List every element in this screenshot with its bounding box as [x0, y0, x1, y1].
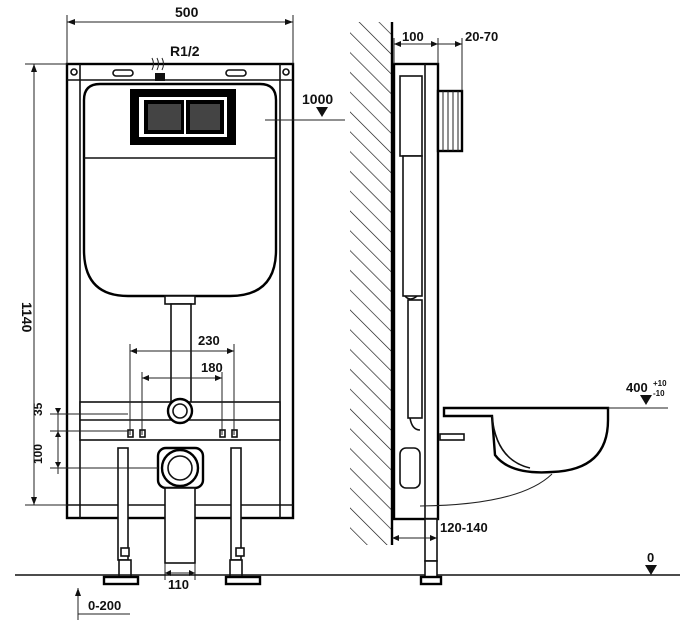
side-view: 100 20-70 400 +10 -10 120-140 0: [350, 22, 668, 586]
level-400-tol-plus: +10: [653, 379, 667, 388]
level-1000-label: 1000: [302, 91, 333, 107]
inlet-label: R1/2: [170, 43, 200, 59]
level-400-label: 400: [626, 380, 648, 395]
wall-hung-toilet-bowl: [419, 406, 610, 507]
cistern-tank: [82, 82, 278, 298]
front-view: 500 R1/2 1140 1000 230 180 35 100: [19, 4, 345, 620]
level-400-tol-minus: -10: [653, 389, 665, 398]
dim-0-200-label: 0-200: [88, 598, 121, 613]
dim-110-label: 110: [168, 577, 189, 592]
flush-pipe: [164, 295, 196, 305]
dim-120-140-label: 120-140: [440, 520, 488, 535]
floor-0-label: 0: [647, 550, 654, 565]
dim-100-label: 100: [31, 444, 45, 464]
inlet-connector: [151, 57, 165, 81]
wall-hatching: [350, 22, 392, 545]
dim-35-label: 35: [31, 402, 45, 416]
dim-width-label: 500: [175, 4, 199, 20]
dim-180-label: 180: [201, 360, 223, 375]
adjustable-legs: [102, 447, 262, 586]
dim-230-label: 230: [198, 333, 220, 348]
dim-depth-100-label: 100: [402, 29, 424, 44]
dim-20-70-label: 20-70: [465, 29, 498, 44]
dim-height-label: 1140: [19, 302, 35, 333]
flush-plate: [130, 89, 236, 145]
